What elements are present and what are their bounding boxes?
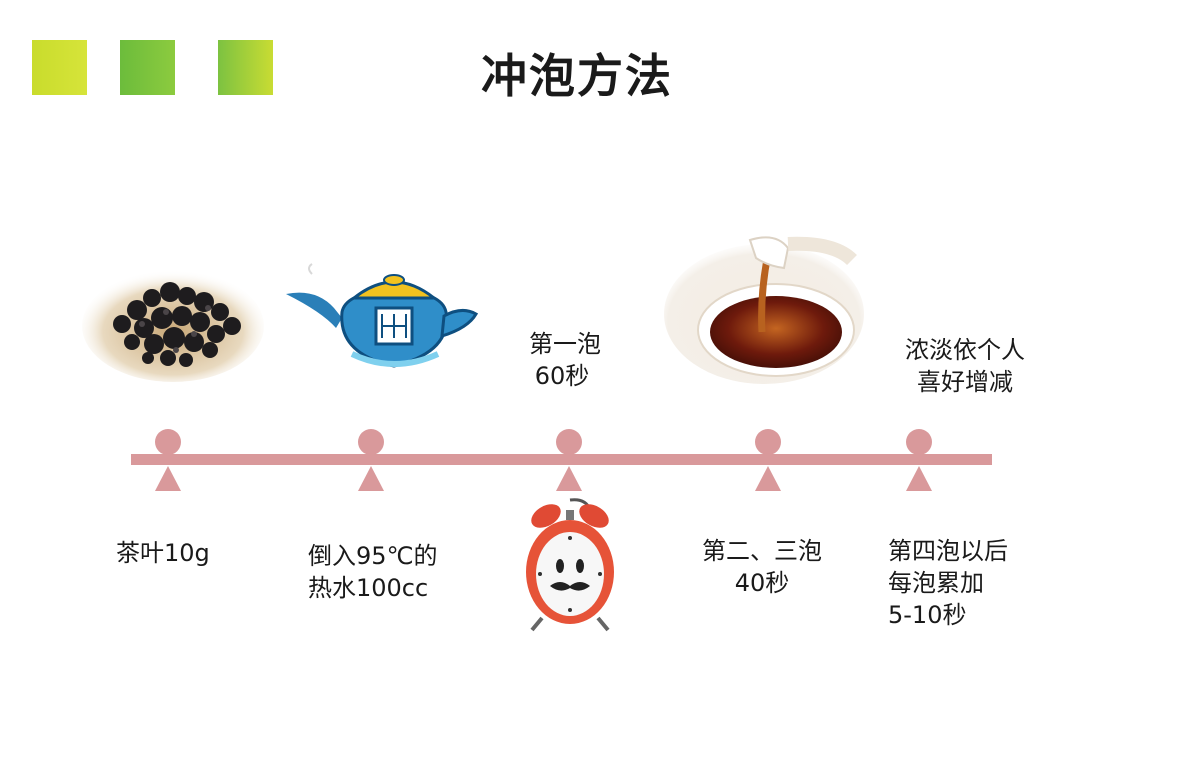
tea-cup-image [664,234,864,388]
timeline-node-5 [896,428,942,500]
timeline-bar [131,454,992,465]
decor-square-1 [32,40,87,95]
alarm-clock-icon [522,498,618,636]
teapot-icon [282,262,479,378]
decor-square-3 [218,40,273,95]
step-label-water: 倒入95℃的 热水100cc [308,542,438,602]
timeline-node-4 [745,428,791,500]
step-label-tea: 茶叶10g [116,539,210,567]
page-title: 冲泡方法 [481,49,673,103]
step-label-first-brew: 第一泡 60秒 [529,330,601,390]
step-label-fourth-onward: 第四泡以后 每泡累加 5-10秒 [888,537,1008,629]
timeline-node-1 [145,428,191,500]
timeline-node-3 [546,428,592,500]
step-label-preference: 浓淡依个人 喜好增减 [905,336,1025,396]
tea-leaves-image [82,262,264,388]
decor-square-2 [120,40,175,95]
step-label-second-third-brew: 第二、三泡 40秒 [702,537,822,597]
timeline-node-2 [348,428,394,500]
